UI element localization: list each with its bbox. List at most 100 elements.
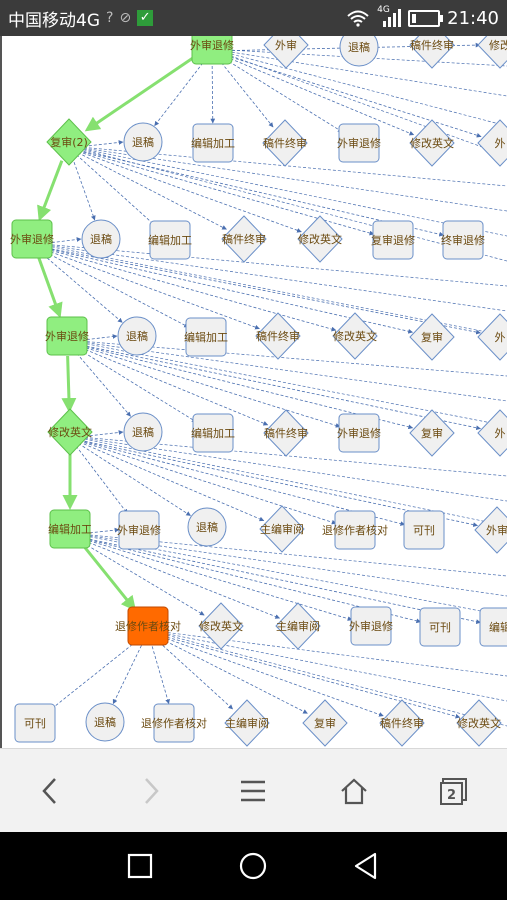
flow-edge [31,244,260,330]
workflow-node[interactable]: 复审(2) [46,118,92,166]
web-content[interactable]: 外审退修外审退稿稿件终审修改复审(2)退稿编辑加工稿件终审外审退修修改英文外外审… [0,36,507,748]
node-circle [81,219,121,259]
workflow-node[interactable]: 复审退修 [371,220,415,260]
workflow-node[interactable]: 编辑加工 [191,413,235,453]
workflow-node[interactable]: 编辑 [479,607,507,647]
workflow-node[interactable]: 退稿 [187,507,227,547]
workflow-node[interactable]: 退稿 [339,36,379,67]
workflow-node[interactable]: 外审 [474,506,507,554]
node-box [338,413,380,453]
workflow-node[interactable]: 终审退修 [441,220,485,260]
workflow-node[interactable]: 编辑加工 [184,317,228,357]
workflow-node[interactable]: 外审退修 [337,413,381,453]
workflow-node[interactable]: 稿件终审 [409,36,455,69]
workflow-node[interactable]: 外 [477,313,507,361]
node-diamond [47,408,93,456]
workflow-node[interactable]: 外审退修 [45,316,89,356]
battery-icon [408,9,444,27]
workflow-node[interactable]: 稿件终审 [221,215,267,263]
workflow-node[interactable]: 可刊 [419,607,461,647]
workflow-node[interactable]: 外 [477,409,507,457]
path-edge [61,355,77,414]
node-label: 主编审阅 [260,522,304,536]
workflow-node[interactable]: 退修作者核对 [115,606,181,646]
back-nav-button[interactable] [350,850,382,882]
workflow-node[interactable]: 修改英文 [297,215,343,263]
workflow-node[interactable]: 修改英文 [456,699,502,747]
workflow-node[interactable]: 编辑加工 [148,220,192,260]
workflow-node[interactable]: 退稿 [123,122,163,162]
workflow-node[interactable]: 修改英文 [409,119,455,167]
flow-edge [68,147,302,233]
workflow-node[interactable]: 稿件终审 [263,409,309,457]
workflow-node[interactable]: 修改英文 [332,312,378,360]
workflow-node[interactable]: 主编审阅 [259,505,305,553]
node-circle [123,412,163,452]
workflow-node[interactable]: 复审 [409,409,455,457]
workflow-node[interactable]: 退稿 [117,316,157,356]
home-button[interactable] [334,771,374,811]
back-button[interactable] [30,771,70,811]
workflow-node[interactable]: 退稿 [85,702,125,742]
tabs-button[interactable]: 2 [434,771,474,811]
workflow-node[interactable]: 外审退修 [190,36,234,65]
workflow-node[interactable]: 主编审阅 [275,602,321,650]
workflow-node[interactable]: 稿件终审 [255,312,301,360]
workflow-node[interactable]: 编辑加工 [191,123,235,163]
workflow-node[interactable]: 复审 [302,699,348,747]
signal-icon: 4G [377,5,402,28]
node-label: 外审退修 [337,426,381,440]
node-label: 编辑加工 [191,136,235,150]
node-label: 修改英文 [333,329,377,343]
chevron-left-icon [42,778,56,804]
workflow-node[interactable]: 可刊 [14,703,56,743]
workflow-node[interactable]: 外审退修 [349,606,393,646]
workflow-node[interactable]: 主编审阅 [224,699,270,747]
recent-apps-button[interactable] [124,850,156,882]
flow-edge [147,631,461,719]
workflow-node[interactable]: 稿件终审 [379,699,425,747]
node-label: 退稿 [126,329,148,343]
menu-button[interactable] [233,771,273,811]
node-diamond [262,119,308,167]
offscreen-edge [31,242,507,287]
node-diamond [259,505,305,553]
workflow-node[interactable]: 可刊 [403,510,445,550]
node-label: 退稿 [132,425,154,439]
home-nav-button[interactable] [237,850,269,882]
workflow-node[interactable]: 退稿 [81,219,121,259]
system-nav-bar [0,832,507,900]
node-label: 稿件终审 [410,38,454,52]
tab-count: 2 [447,788,456,803]
workflow-node[interactable]: 外审退修 [117,510,161,550]
forward-button[interactable] [131,771,171,811]
node-label: 外审退修 [349,619,393,633]
question-icon: ? [106,10,114,26]
workflow-node[interactable]: 外审退修 [10,219,54,259]
triangle-back-icon [354,852,377,880]
workflow-node[interactable]: 稿件终审 [262,119,308,167]
workflow-node[interactable]: 修改 [477,36,507,69]
workflow-node[interactable]: 修改英文 [198,602,244,650]
workflow-graph[interactable]: 外审退修外审退稿稿件终审修改复审(2)退稿编辑加工稿件终审外审退修修改英文外外审… [0,36,507,748]
workflow-node[interactable]: 外审 [263,36,309,69]
node-diamond [275,602,321,650]
workflow-node[interactable]: 外 [477,119,507,167]
node-diamond [477,119,507,167]
node-circle [117,316,157,356]
node-label: 稿件终审 [222,232,266,246]
node-diamond [263,36,309,69]
workflow-node[interactable]: 编辑加工 [48,509,92,549]
flow-edge [69,437,128,515]
workflow-node[interactable]: 退稿 [123,412,163,452]
flow-edge [68,140,124,149]
node-label: 退修作者核对 [322,523,388,537]
workflow-node[interactable]: 修改英文 [47,408,93,456]
node-box [338,123,380,163]
workflow-node[interactable]: 退修作者核对 [322,510,388,550]
offscreen-edge [68,145,507,187]
workflow-node[interactable]: 退修作者核对 [141,703,207,743]
workflow-node[interactable]: 复审 [409,313,455,361]
workflow-node[interactable]: 外审退修 [337,123,381,163]
flow-edge [147,631,384,717]
